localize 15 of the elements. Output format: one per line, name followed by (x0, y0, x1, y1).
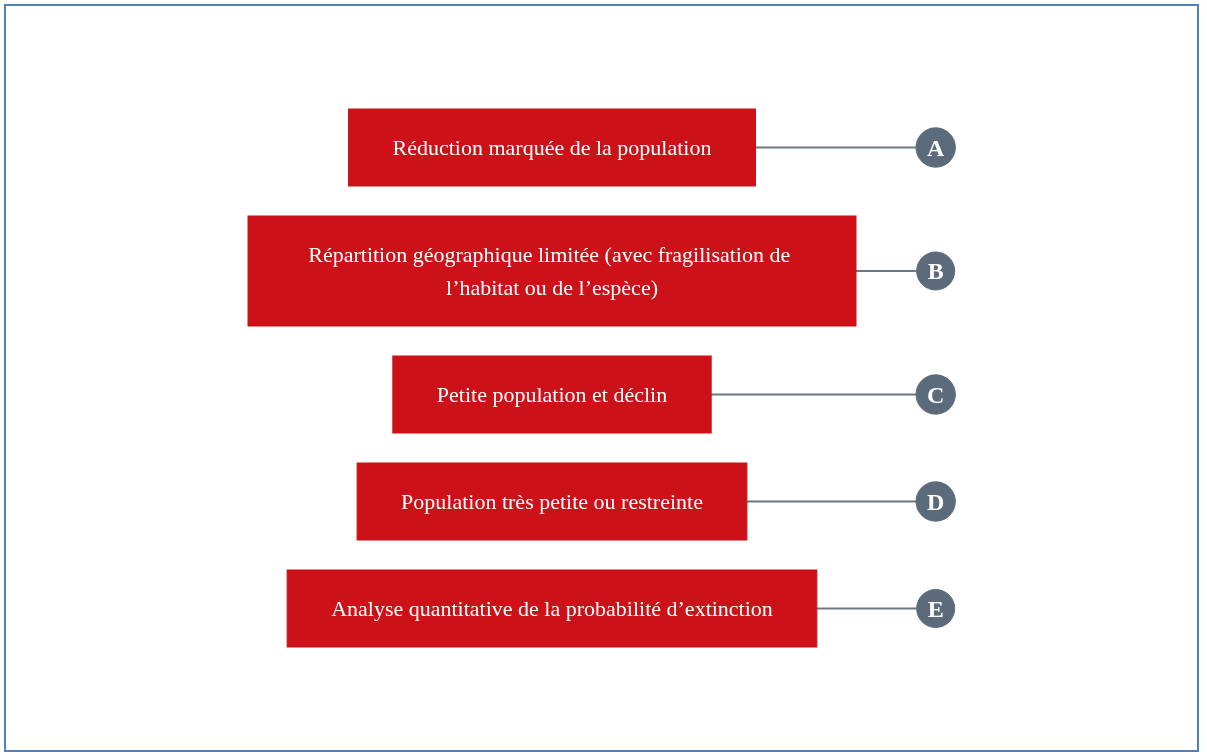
connector (745, 500, 917, 503)
node-box: Réduction marquée de la population (347, 108, 756, 187)
node-circle: E (916, 589, 955, 628)
node-circle: D (915, 481, 956, 522)
node-box: Population très petite ou restreinte (356, 462, 748, 541)
node-box: Petite population et déclin (392, 355, 712, 434)
node-circle: A (915, 127, 956, 168)
node-circle: C (915, 374, 956, 415)
connector (710, 393, 917, 396)
connector (815, 607, 918, 610)
node-box: Répartition géographique limitée (avec fragilisation de l’habitat ou de l’espèce) (247, 215, 857, 327)
connector (754, 146, 917, 149)
node-circle: B (916, 251, 955, 291)
connector (854, 270, 918, 272)
node-box: Analyse quantitative de la probabilité d’extinction (286, 569, 818, 648)
